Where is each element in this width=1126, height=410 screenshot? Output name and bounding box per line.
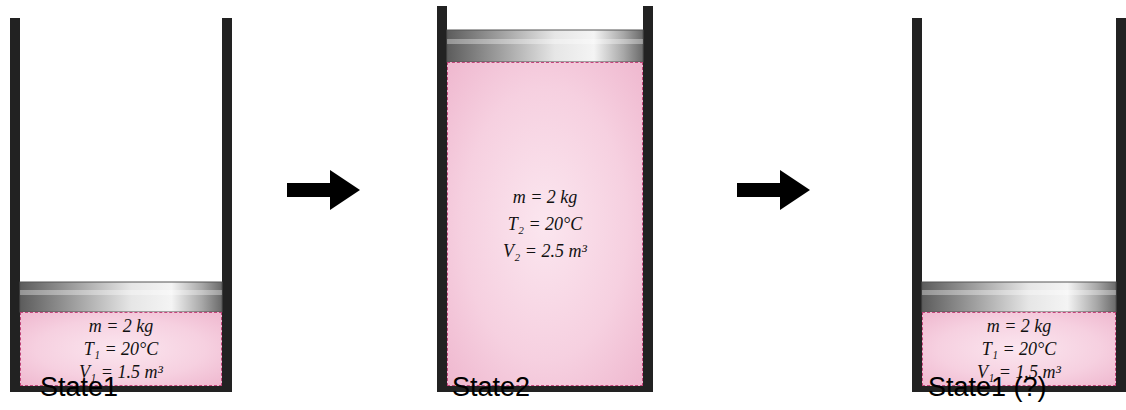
process-arrow <box>287 170 360 210</box>
state-property: m = 2 kg <box>89 315 154 338</box>
state-label: State1 <box>40 372 118 403</box>
state-label: State1 (?) <box>928 372 1047 403</box>
state-property: m = 2 kg <box>987 315 1052 338</box>
state-property: V₂ = 2.5 m³ <box>503 238 587 265</box>
state-label: State2 <box>452 372 530 403</box>
gas-region: m = 2 kgT₂ = 20°CV₂ = 2.5 m³ <box>447 62 643 386</box>
cylinder <box>437 6 653 392</box>
cylinder <box>912 18 1126 392</box>
state-property: m = 2 kg <box>513 184 578 211</box>
state-property: T₂ = 20°C <box>508 211 583 238</box>
state-property: T₁ = 20°C <box>982 338 1057 361</box>
process-arrow <box>737 170 810 210</box>
state-property: T₁ = 20°C <box>84 338 159 361</box>
cylinder <box>10 18 232 392</box>
